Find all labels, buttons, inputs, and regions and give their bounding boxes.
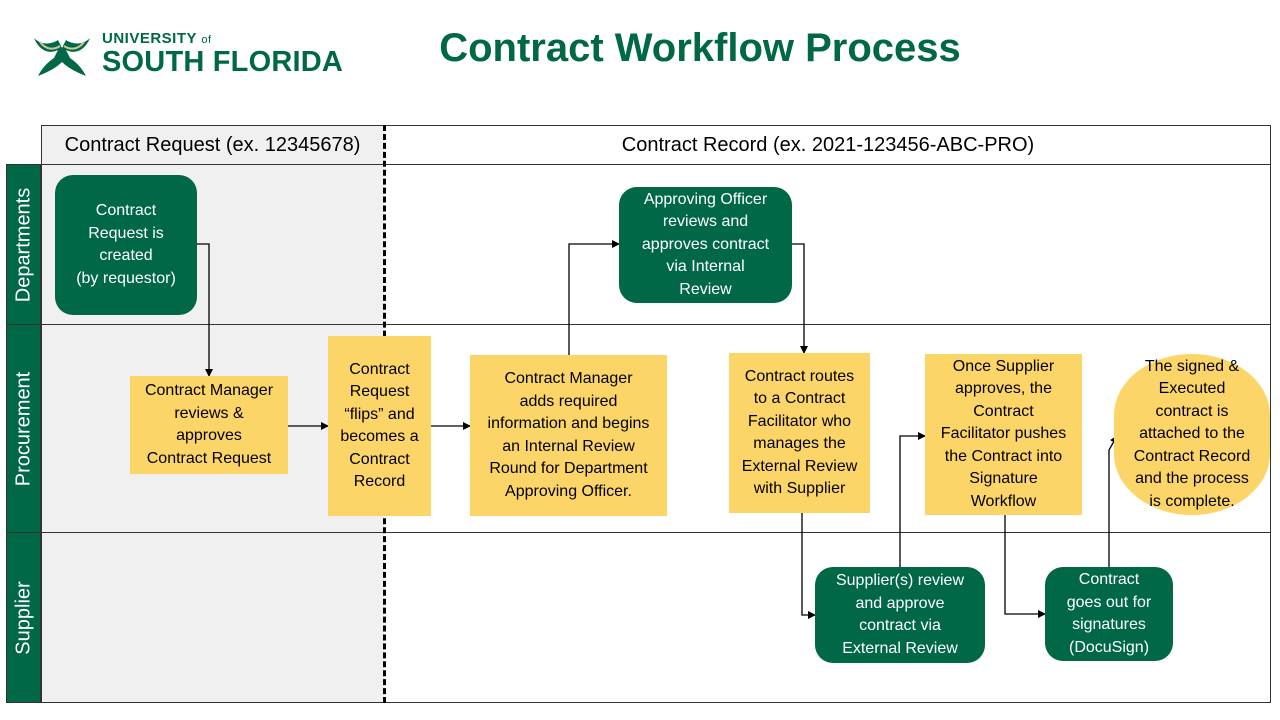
- step-manager-reviews: Contract Manager reviews & approves Cont…: [130, 376, 288, 474]
- step-manager-adds-info: Contract Manager adds required informati…: [470, 355, 667, 516]
- arrow-supplier-to-pushes: [899, 432, 926, 567]
- lane-header-procurement: Procurement: [6, 324, 41, 533]
- arrow-officer-to-routes: [792, 243, 808, 354]
- phase-label-record: Contract Record (ex. 2021-123456-ABC-PRO…: [621, 134, 1035, 156]
- grid-right-border: [1270, 125, 1271, 703]
- grid-header-border: [6, 164, 1271, 165]
- phase-label-request: Contract Request (ex. 12345678): [64, 134, 361, 156]
- arrow-created-to-manager: [197, 243, 213, 377]
- step-request-created: Contract Request is created (by requesto…: [55, 175, 197, 315]
- step-signed-attached: The signed & Executed contract is attach…: [1114, 354, 1270, 515]
- step-request-flips: Contract Request “flips” and becomes a C…: [328, 336, 431, 516]
- step-supplier-review: Supplier(s) review and approve contract …: [815, 567, 985, 663]
- arrow-routes-to-supplier: [801, 498, 816, 619]
- arrow-pushes-to-signatures: [1004, 515, 1046, 618]
- arrow-adds-to-officer: [568, 240, 620, 355]
- grid-top-border: [41, 125, 1271, 126]
- lane-header-departments: Departments: [6, 164, 41, 325]
- page-title: Contract Workflow Process: [439, 26, 961, 70]
- bull-horns-icon: [34, 38, 90, 76]
- step-facilitator-pushes: Once Supplier approves, the Contract Fac…: [925, 354, 1082, 515]
- step-routes-to-facilitator: Contract routes to a Contract Facilitato…: [729, 353, 870, 513]
- logo-south-florida-text: SOUTH FLORIDA: [102, 46, 344, 78]
- step-officer-approves: Approving Officer reviews and approves c…: [619, 187, 792, 303]
- lane-header-supplier: Supplier: [6, 532, 41, 703]
- grid-bottom-border: [6, 702, 1271, 703]
- grid-lane-border-2: [6, 532, 1271, 533]
- step-out-for-signatures: Contract goes out for signatures (DocuSi…: [1045, 567, 1173, 661]
- usf-logo: UNIVERSITY of SOUTH FLORIDA: [30, 26, 343, 82]
- grid-left-border: [41, 125, 42, 703]
- logo-university-text: UNIVERSITY of: [102, 30, 212, 47]
- grid-lane-border-1: [6, 324, 1271, 325]
